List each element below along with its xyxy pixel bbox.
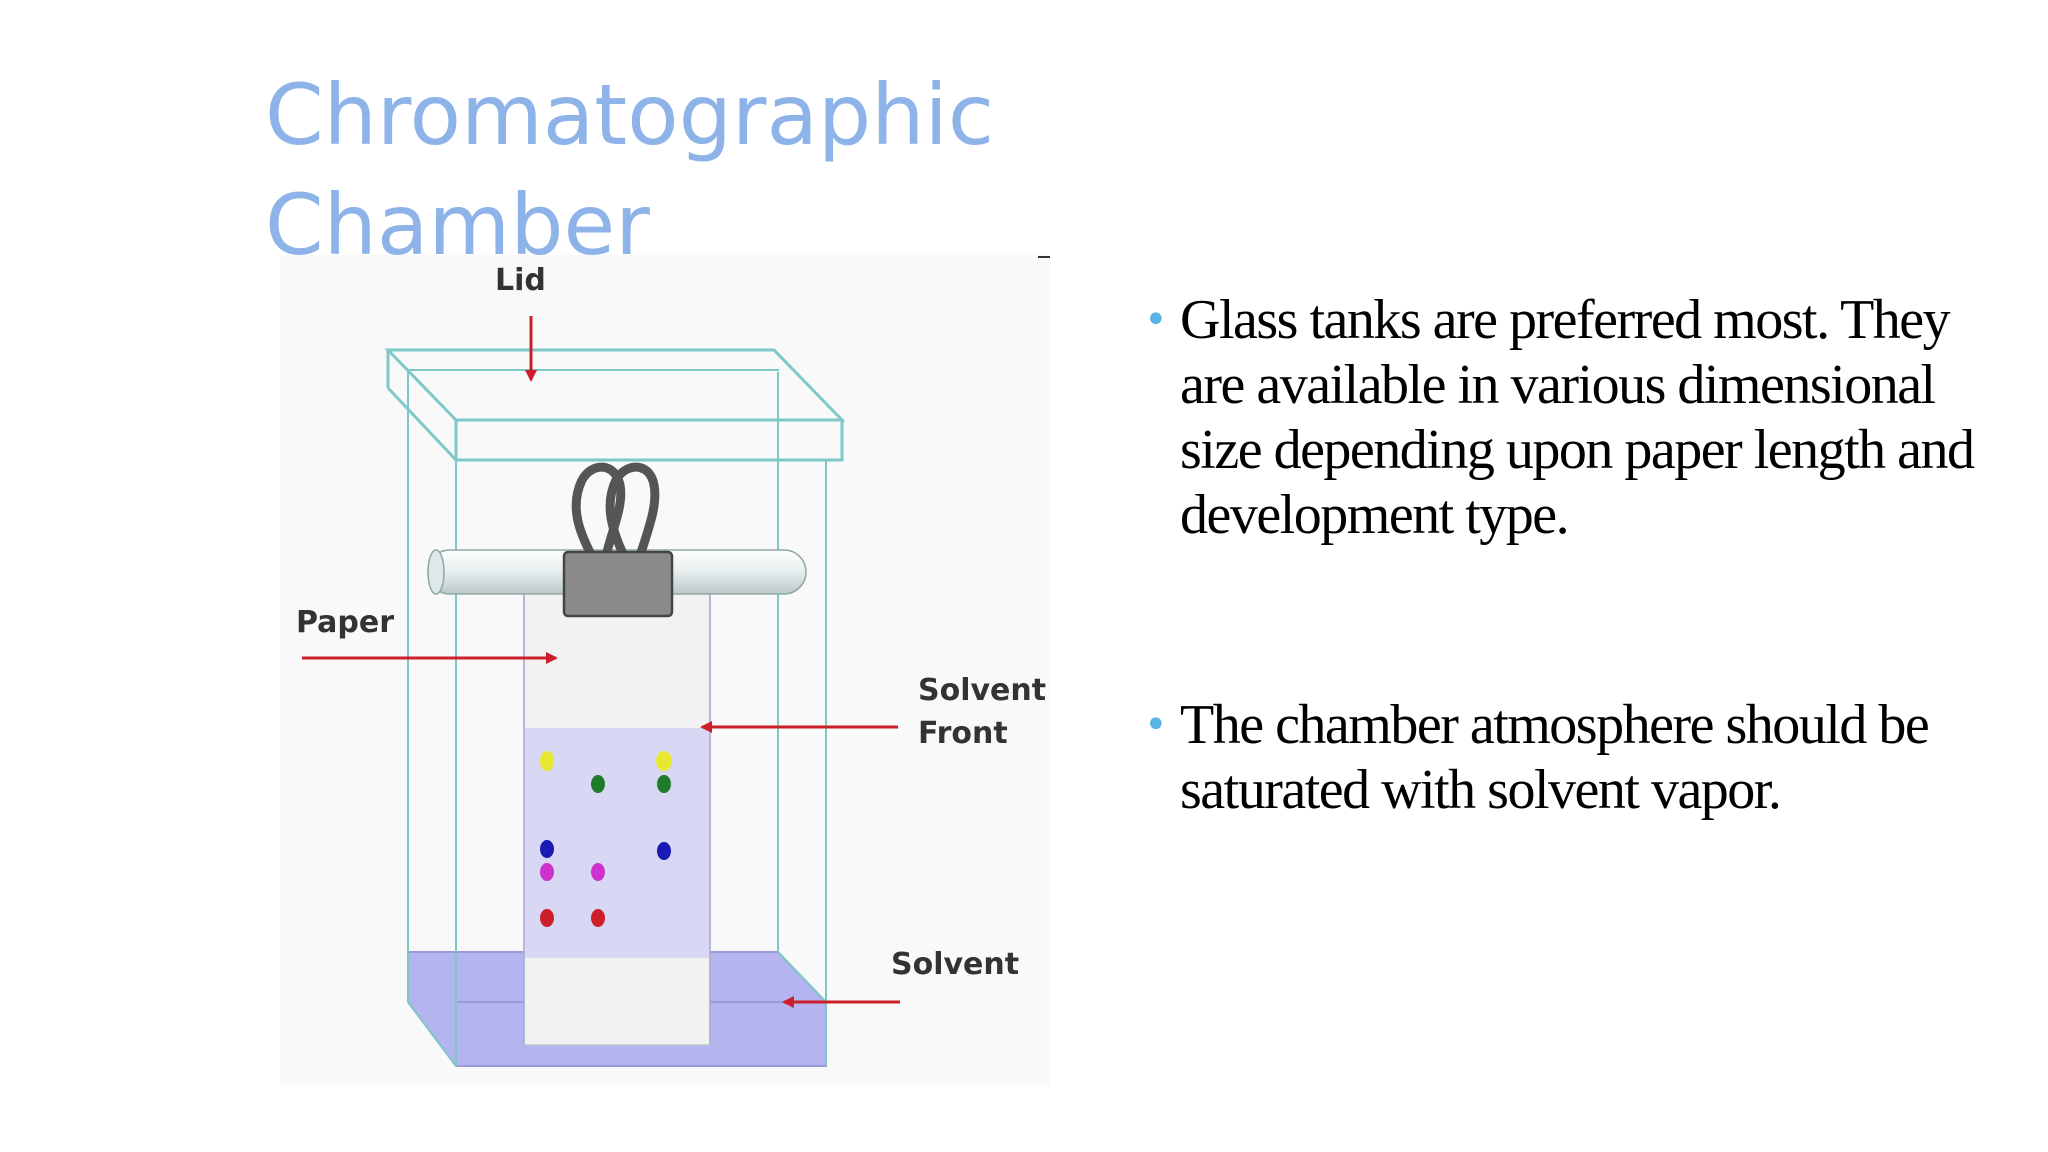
spot-magenta-2 [591,863,605,881]
bullet-text: Glass tanks are preferred most. They are… [1180,289,1975,546]
label-solvent-front-line-1: Solvent [918,673,1046,708]
label-lid: Lid [495,263,546,298]
bullet-list: • Glass tanks are preferred most. They a… [1140,288,2020,823]
bullet-item-glass-tanks: • Glass tanks are preferred most. They a… [1140,288,2020,548]
bullet-dot-icon: • [1144,702,1168,748]
spot-yellow-1 [540,751,554,771]
binder-clip [562,462,674,618]
title-line-1: Chromatographic [265,66,995,164]
bullet-dot-icon: • [1144,297,1168,343]
spot-red-2 [591,909,605,927]
solvent-front-region [524,728,710,958]
bullet-item-chamber-atmosphere: • The chamber atmosphere should be satur… [1140,693,2020,823]
spot-blue-2 [657,842,671,860]
spot-yellow-2 [656,751,672,771]
label-paper: Paper [296,605,394,640]
spot-green-1 [591,775,605,793]
slide-title: Chromatographic Chamber [265,60,1165,280]
lid [384,348,846,462]
support-rod-end [427,549,445,595]
spot-blue-1 [540,840,554,858]
spot-green-2 [657,775,671,793]
spot-magenta-1 [540,863,554,881]
label-solvent: Solvent [891,947,1019,982]
bullet-text: The chamber atmosphere should be saturat… [1180,694,1930,821]
label-solvent-front-line-2: Front [918,716,1008,751]
spot-red-1 [540,909,554,927]
